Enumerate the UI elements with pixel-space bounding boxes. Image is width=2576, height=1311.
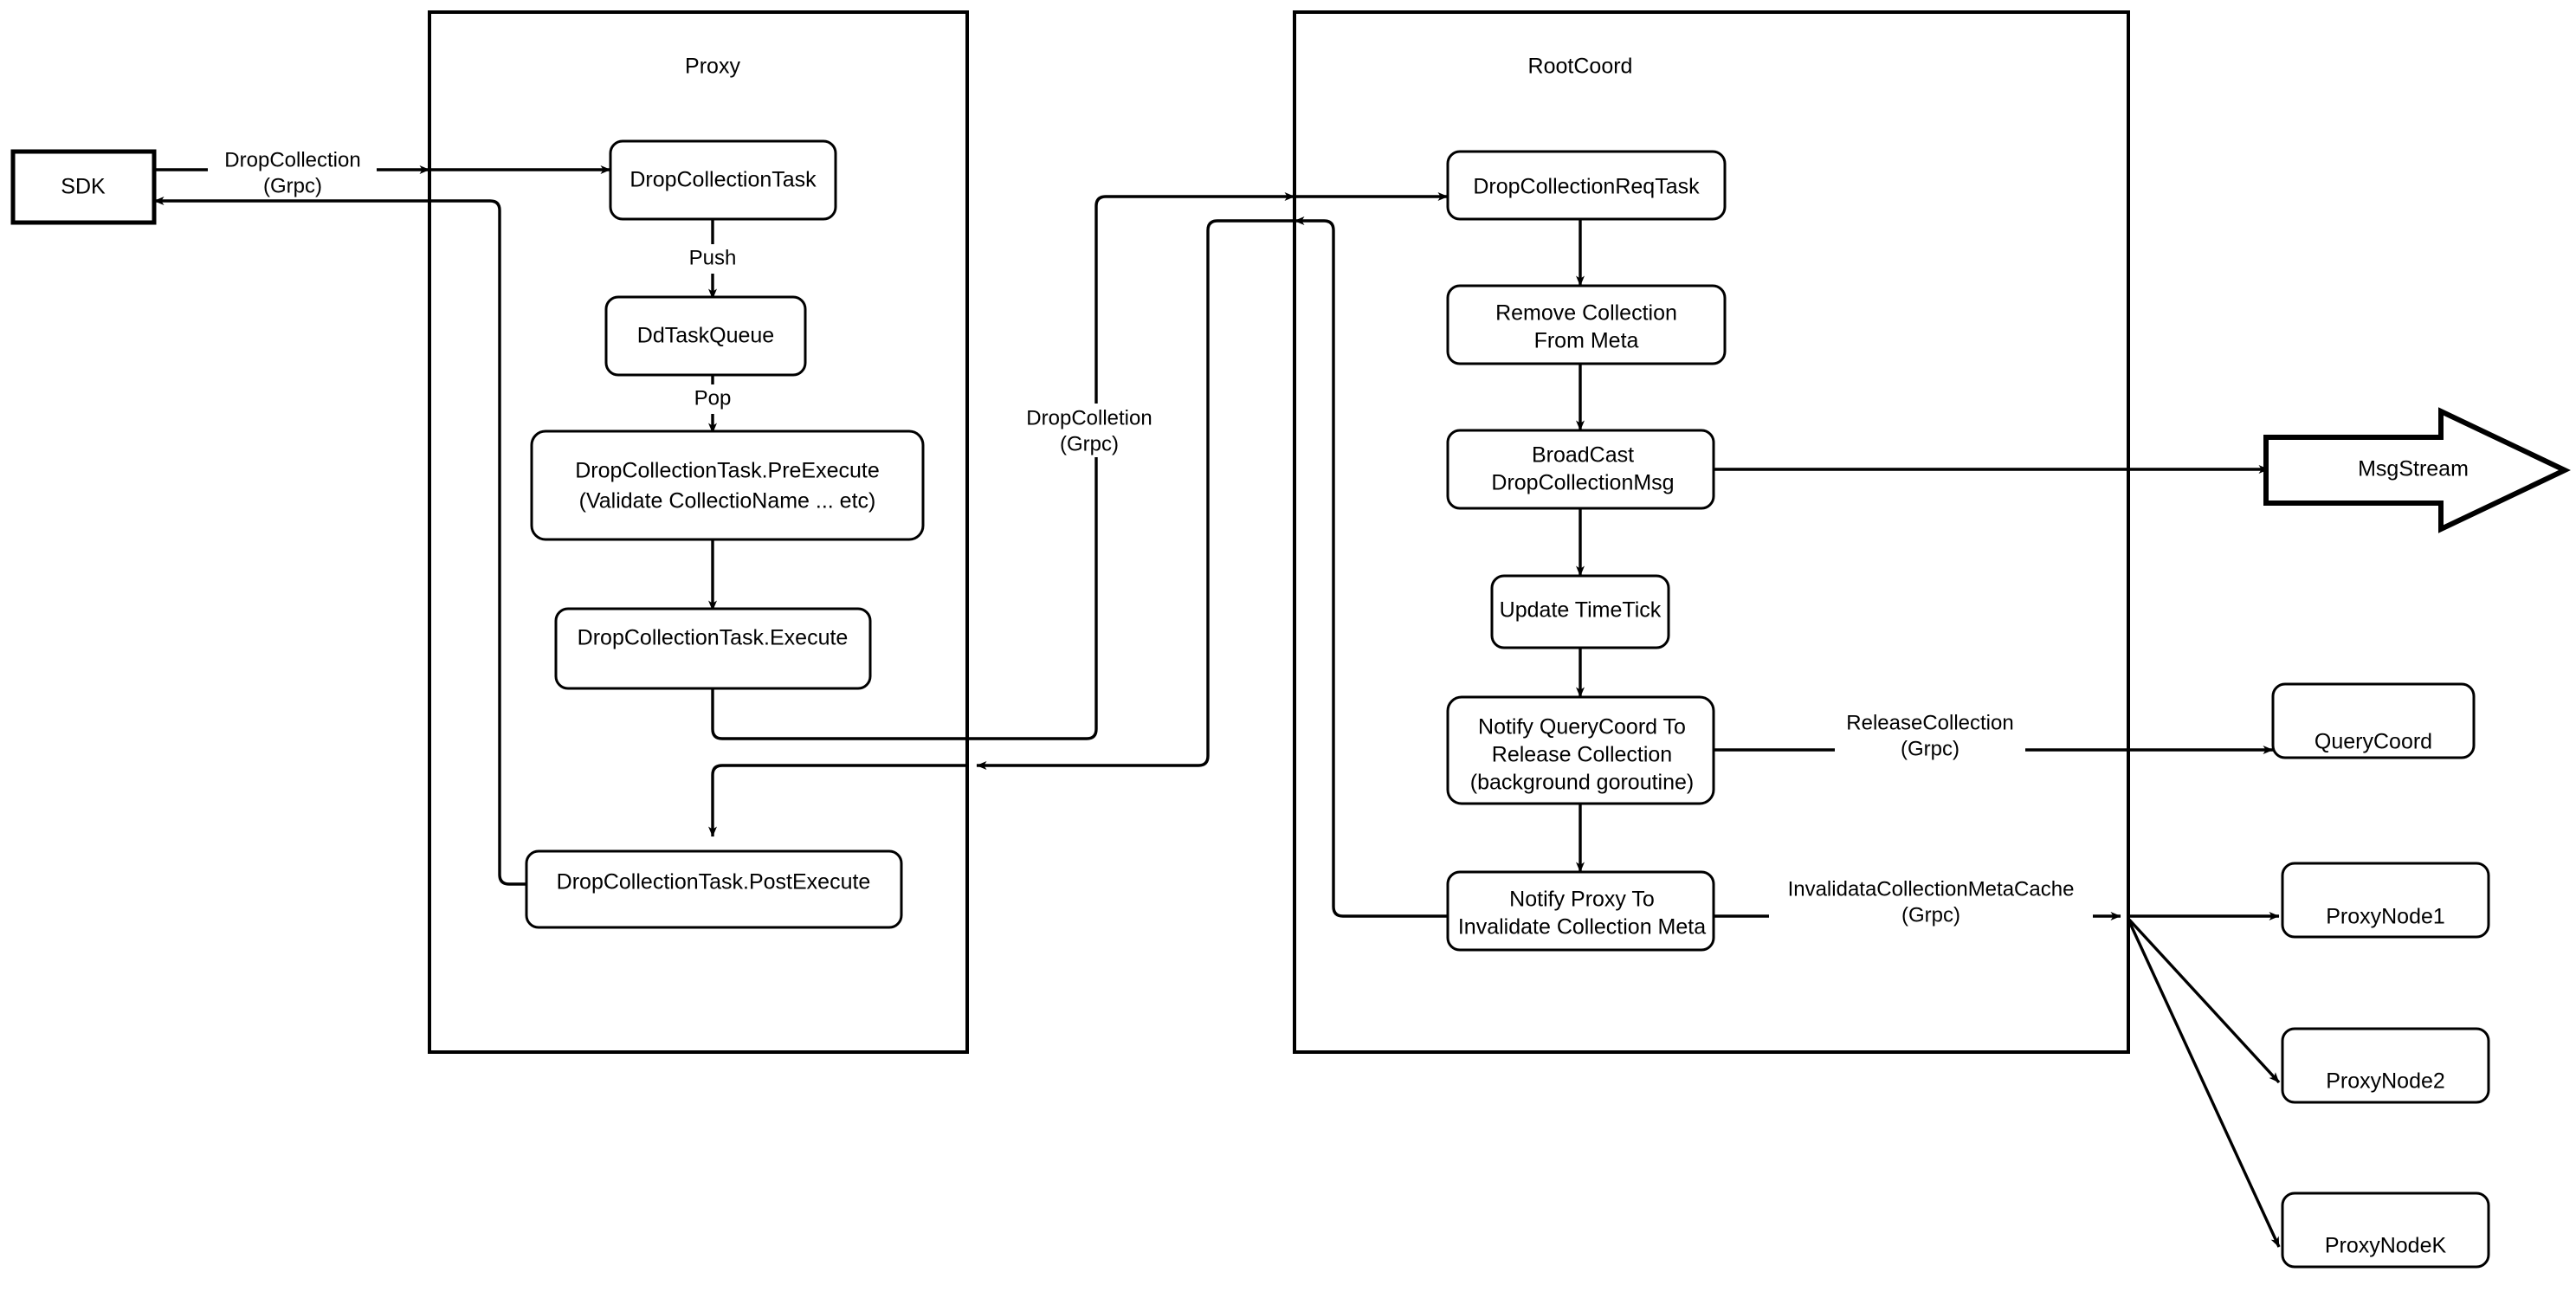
node-notify-querycoord-release-collection[interactable]: Notify QueryCoord To Release Collection … (1446, 695, 1715, 805)
edge-boundary-to-proxynodek (2127, 920, 2281, 1248)
rootcoord-container-border (1293, 10, 2130, 1054)
node-remove-collection-from-meta[interactable]: Remove Collection From Meta (1446, 284, 1727, 365)
edge-labels-group: DropCollection (Grpc) Push Pop DropColle… (208, 148, 2093, 928)
remove-meta-label-line2: From Meta (1534, 329, 1639, 353)
notify-querycoord-label-line3: (background goroutine) (1470, 771, 1695, 795)
sdk-edge-label-bg (208, 149, 377, 199)
node-drop-collection-task-postexecute[interactable]: DropCollectionTask.PostExecute (525, 849, 903, 929)
pre-execute-label-line1: DropCollectionTask.PreExecute (575, 459, 880, 483)
edge-boundary-to-proxynode2 (2127, 918, 2281, 1084)
node-update-timetick[interactable]: Update TimeTick (1490, 574, 1670, 649)
update-timetick-box[interactable] (1490, 574, 1670, 649)
notify-proxy-label-line2: Invalidate Collection Meta (1458, 915, 1706, 940)
dd-task-queue-box[interactable] (604, 295, 807, 377)
push-label-bg (681, 244, 745, 274)
drop-collection-task-label: DropCollectionTask (629, 168, 817, 192)
execute-label: DropCollectionTask.Execute (578, 626, 849, 650)
sdk-box[interactable] (10, 149, 157, 225)
post-execute-label: DropCollectionTask.PostExecute (557, 870, 871, 894)
invalidate-cache-label-line1: InvalidataCollectionMetaCache (1788, 877, 2075, 901)
proxynodek-label: ProxyNodeK (2325, 1234, 2447, 1258)
node-proxynode1[interactable]: ProxyNode1 (2281, 862, 2490, 939)
node-drop-collection-req-task[interactable]: DropCollectionReqTask (1446, 150, 1727, 221)
edge-notify-proxy-to-rootcoord-boundary (1294, 216, 1448, 918)
proxynodek-box[interactable] (2281, 1192, 2490, 1269)
proxynode2-label: ProxyNode2 (2326, 1069, 2445, 1094)
push-label: Push (689, 246, 737, 269)
node-drop-collection-task-execute[interactable]: DropCollectionTask.Execute (554, 607, 872, 690)
remove-meta-box[interactable] (1446, 284, 1727, 365)
sdk-edge-label-line2: (Grpc) (263, 174, 322, 197)
proxy-container-border (428, 10, 969, 1054)
broadcast-label-line2: DropCollectionMsg (1491, 471, 1674, 495)
post-execute-box[interactable] (525, 849, 903, 929)
edge-rootcoord-return-to-proxy-boundary (976, 219, 1294, 770)
invalidate-cache-label-line2: (Grpc) (1901, 903, 1960, 927)
querycoord-label: QueryCoord (2315, 730, 2432, 754)
proxy-container-title: Proxy (685, 55, 740, 79)
node-drop-collection-task-preexecute[interactable]: DropCollectionTask.PreExecute (Validate … (530, 429, 925, 541)
node-querycoord[interactable]: QueryCoord (2271, 682, 2476, 759)
req-task-box[interactable] (1446, 150, 1727, 221)
container-proxy: Proxy (428, 10, 969, 1054)
sdk-edge-label-line1: DropCollection (224, 148, 360, 171)
notify-querycoord-label-line2: Release Collection (1492, 743, 1672, 767)
edge-proxy-return-to-post-execute (708, 764, 967, 837)
invalidate-cache-label-bg (1769, 875, 2093, 928)
drop-colletion-label-line1: DropColletion (1026, 406, 1152, 429)
node-drop-collection-task[interactable]: DropCollectionTask (609, 139, 837, 221)
release-collection-label-line2: (Grpc) (1901, 737, 1959, 760)
msgstream-block-arrow-shape[interactable] (2263, 407, 2571, 533)
container-rootcoord: RootCoord (1293, 10, 2130, 1054)
remove-meta-label-line1: Remove Collection (1495, 301, 1677, 326)
notify-proxy-label-line1: Notify Proxy To (1509, 888, 1655, 912)
update-timetick-label: Update TimeTick (1500, 598, 1662, 623)
release-collection-label-line1: ReleaseCollection (1846, 711, 2013, 734)
dd-task-queue-label: DdTaskQueue (637, 324, 774, 348)
pop-label: Pop (694, 386, 732, 410)
execute-box[interactable] (554, 607, 872, 690)
pre-execute-box[interactable] (530, 429, 925, 541)
node-msgstream[interactable]: MsgStream (2263, 407, 2571, 533)
node-proxynode2[interactable]: ProxyNode2 (2281, 1027, 2490, 1104)
sdk-label: SDK (61, 175, 106, 199)
notify-querycoord-label-line1: Notify QueryCoord To (1478, 715, 1686, 739)
notify-proxy-box[interactable] (1446, 870, 1715, 952)
msgstream-label: MsgStream (2358, 457, 2469, 481)
node-sdk[interactable]: SDK (10, 149, 157, 225)
pre-execute-label-line2: (Validate CollectioName ... etc) (579, 489, 876, 513)
req-task-label: DropCollectionReqTask (1473, 175, 1700, 199)
drop-colletion-label-line2: (Grpc) (1060, 432, 1119, 455)
broadcast-box[interactable] (1446, 429, 1715, 510)
drop-collection-task-box[interactable] (609, 139, 837, 221)
notify-querycoord-box[interactable] (1446, 695, 1715, 805)
release-collection-label-bg (1835, 708, 2025, 762)
node-proxynodek[interactable]: ProxyNodeK (2281, 1192, 2490, 1269)
node-dd-task-queue[interactable]: DdTaskQueue (604, 295, 807, 377)
node-notify-proxy-invalidate-collection-meta[interactable]: Notify Proxy To Invalidate Collection Me… (1446, 870, 1715, 952)
querycoord-box[interactable] (2271, 682, 2476, 759)
proxynode1-box[interactable] (2281, 862, 2490, 939)
rootcoord-container-title: RootCoord (1528, 55, 1633, 79)
pop-label-bg (684, 384, 741, 414)
proxynode2-box[interactable] (2281, 1027, 2490, 1104)
broadcast-label-line1: BroadCast (1532, 443, 1634, 468)
node-broadcast-drop-collection-msg[interactable]: BroadCast DropCollectionMsg (1446, 429, 1715, 510)
edge-post-execute-to-sdk (153, 197, 526, 886)
proxynode1-label: ProxyNode1 (2326, 905, 2445, 929)
drop-colletion-label-bg (1018, 404, 1176, 457)
